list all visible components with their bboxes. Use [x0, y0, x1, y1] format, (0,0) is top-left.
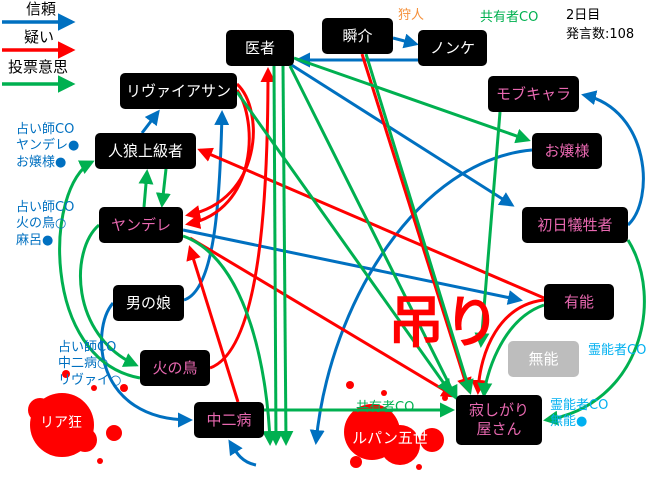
node-sabishigari[interactable]: 寂しがり 屋さん [456, 395, 542, 445]
seer-co-1: 占い師CO ヤンデレ● お嬢様● [16, 122, 79, 171]
seer-co-3-result-2: リヴァイ○ [58, 372, 122, 388]
seer-co-3: 占い師CO 中二病○ リヴァイ○ [58, 340, 121, 389]
hunter-label: 狩人 [398, 8, 425, 23]
node-lupin[interactable]: ルパン五世 [352, 428, 428, 447]
node-yandere[interactable]: ヤンデレ [99, 207, 183, 243]
medium-co-1: 霊能者CO [588, 343, 647, 358]
node-shonichi[interactable]: 初日犠牲者 [522, 207, 628, 243]
medium-co-2-result: 無能● [550, 414, 588, 430]
node-munou[interactable]: 無能 [508, 341, 579, 377]
node-yuunou[interactable]: 有能 [544, 284, 614, 320]
seer-co-1-result-1: ヤンデレ● [16, 138, 80, 154]
seer-co-2: 占い師CO 火の鳥○ 麻呂● [16, 200, 74, 249]
seer-co-1-result-2: お嬢様● [16, 154, 67, 170]
legend-doubt-label: 疑い [24, 28, 55, 46]
node-hinotori[interactable]: 火の鳥 [140, 350, 210, 386]
seer-co-2-result-1: 火の鳥○ [16, 216, 67, 232]
node-leviathan[interactable]: リヴァイアサン [120, 73, 237, 109]
node-sabishigari-line2: 屋さん [476, 420, 522, 438]
shared-co-label: 共有者CO [480, 10, 539, 25]
legend-vote-label: 投票意思 [8, 58, 69, 76]
post-count: 発言数:108 [566, 27, 635, 42]
seer-co-3-title: 占い師CO [58, 340, 117, 355]
node-sabishigari-line1: 寂しがり [468, 401, 529, 420]
day-label: 2日目 [566, 8, 601, 23]
seer-co-1-title: 占い師CO [16, 122, 75, 137]
seer-co-2-title: 占い師CO [16, 200, 75, 215]
blood-splatter-riakyou [28, 370, 128, 464]
node-ojousama[interactable]: お嬢様 [532, 133, 602, 169]
node-nonke[interactable]: ノンケ [418, 30, 487, 66]
medium-co-2: 霊能者CO 無能● [550, 398, 608, 431]
seer-co-2-result-2: 麻呂● [16, 232, 54, 248]
medium-co-2-title: 霊能者CO [550, 398, 609, 413]
seer-co-3-result-1: 中二病○ [58, 356, 109, 372]
blood-splatter-lupin [344, 381, 448, 470]
shared-co-lupin: 共有者CO [356, 400, 415, 415]
node-jinro[interactable]: 人狼上級者 [95, 133, 196, 169]
legend-trust-label: 信頼 [26, 0, 57, 18]
node-isha[interactable]: 医者 [226, 30, 294, 66]
node-riakyou[interactable]: リア狂 [40, 415, 82, 431]
node-mob[interactable]: モブキャラ [488, 76, 579, 112]
node-otokonoko[interactable]: 男の娘 [113, 285, 184, 321]
hanged-label: 吊り [388, 291, 500, 356]
node-shunsuke[interactable]: 瞬介 [322, 18, 393, 54]
node-chuunibyou[interactable]: 中二病 [194, 402, 264, 438]
